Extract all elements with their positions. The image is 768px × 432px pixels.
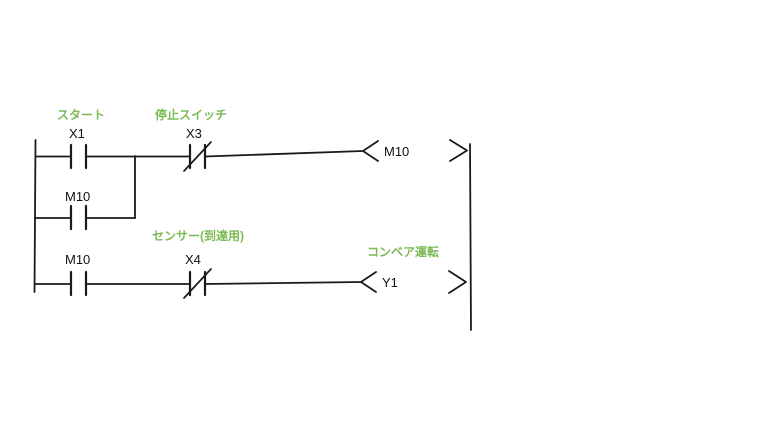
device-label-m10-rung2: M10 xyxy=(65,252,90,267)
device-label-x3: X3 xyxy=(186,126,202,141)
device-label-y1-coil: Y1 xyxy=(382,275,398,290)
contact-x3-normally-closed: X3 xyxy=(183,126,212,172)
rung-1-branch: M10 xyxy=(34,155,136,231)
rung-2: M10 センサー(到達用) X4 コンベア運転 Y1 xyxy=(33,228,467,299)
coil-right-bracket xyxy=(449,139,468,162)
nc-slash xyxy=(183,141,212,172)
contact-x4-normally-closed: X4 xyxy=(183,252,212,299)
right-power-rail xyxy=(469,143,472,331)
device-label-m10-coil: M10 xyxy=(384,144,409,159)
device-label-x4: X4 xyxy=(185,252,201,267)
coil-right-bracket xyxy=(448,270,467,294)
comment-conveyor-label: コンベア運転 xyxy=(367,244,439,259)
contact-m10-rung2-normally-open: M10 xyxy=(65,252,90,297)
rung-1: スタート X1 停止スイッチ X3 M10 xyxy=(34,107,468,172)
coil-m10: M10 xyxy=(362,139,468,162)
left-power-rail xyxy=(33,139,37,293)
device-label-x1: X1 xyxy=(69,126,85,141)
coil-left-bracket xyxy=(360,271,377,293)
wire-segment xyxy=(204,150,364,158)
wire-segment xyxy=(204,281,362,285)
coil-y1: Y1 xyxy=(360,270,467,294)
comment-stop-switch-label: 停止スイッチ xyxy=(155,107,227,122)
coil-left-bracket xyxy=(362,140,379,162)
comment-sensor-label: センサー(到達用) xyxy=(152,228,244,243)
device-label-m10-branch: M10 xyxy=(65,189,90,204)
nc-slash xyxy=(183,268,212,299)
contact-m10-branch-normally-open: M10 xyxy=(65,189,90,231)
comment-start-label: スタート xyxy=(57,108,105,122)
